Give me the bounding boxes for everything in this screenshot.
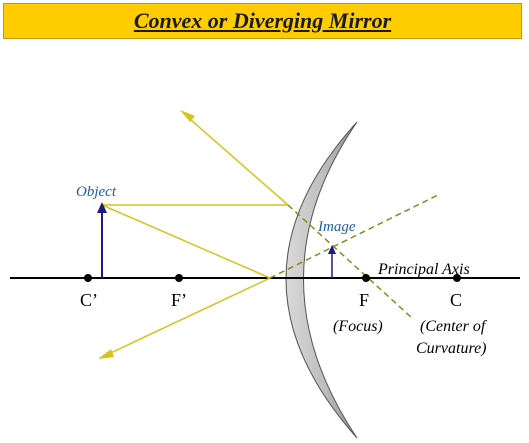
- ray-arrowhead-upper: [180, 110, 195, 122]
- c-prime-label: C’: [80, 290, 98, 310]
- principal-axis-label: Principal Axis: [377, 261, 470, 278]
- c-label: C: [450, 290, 462, 310]
- ray-to-vertex-incident: [101, 204, 271, 279]
- ray-arrowhead-lower: [98, 349, 114, 359]
- ray-parallel-reflected: [182, 112, 289, 206]
- point-f: [362, 274, 370, 282]
- center-of-curvature-label-line2: Curvature): [416, 340, 487, 357]
- virtual-ray-behind-mirror: [269, 193, 441, 279]
- title-bar: Convex or Diverging Mirror: [3, 3, 522, 39]
- f-label: F: [359, 290, 369, 310]
- focus-label: (Focus): [333, 318, 383, 335]
- ray-arrowheads: [98, 110, 195, 359]
- virtual-ray-to-focus: [287, 204, 413, 319]
- point-c: [453, 274, 461, 282]
- f-prime-label: F’: [171, 290, 187, 310]
- object-arrow: [97, 202, 107, 278]
- object-label: Object: [76, 184, 117, 200]
- image-arrow: [328, 245, 336, 278]
- point-c-prime: [84, 274, 92, 282]
- point-f-prime: [175, 274, 183, 282]
- convex-mirror: [285, 121, 358, 439]
- center-of-curvature-label-line1: (Center of: [420, 318, 488, 335]
- ray-to-vertex-reflected: [101, 277, 271, 358]
- diagram-title: Convex or Diverging Mirror: [133, 8, 392, 33]
- image-label: Image: [317, 219, 356, 235]
